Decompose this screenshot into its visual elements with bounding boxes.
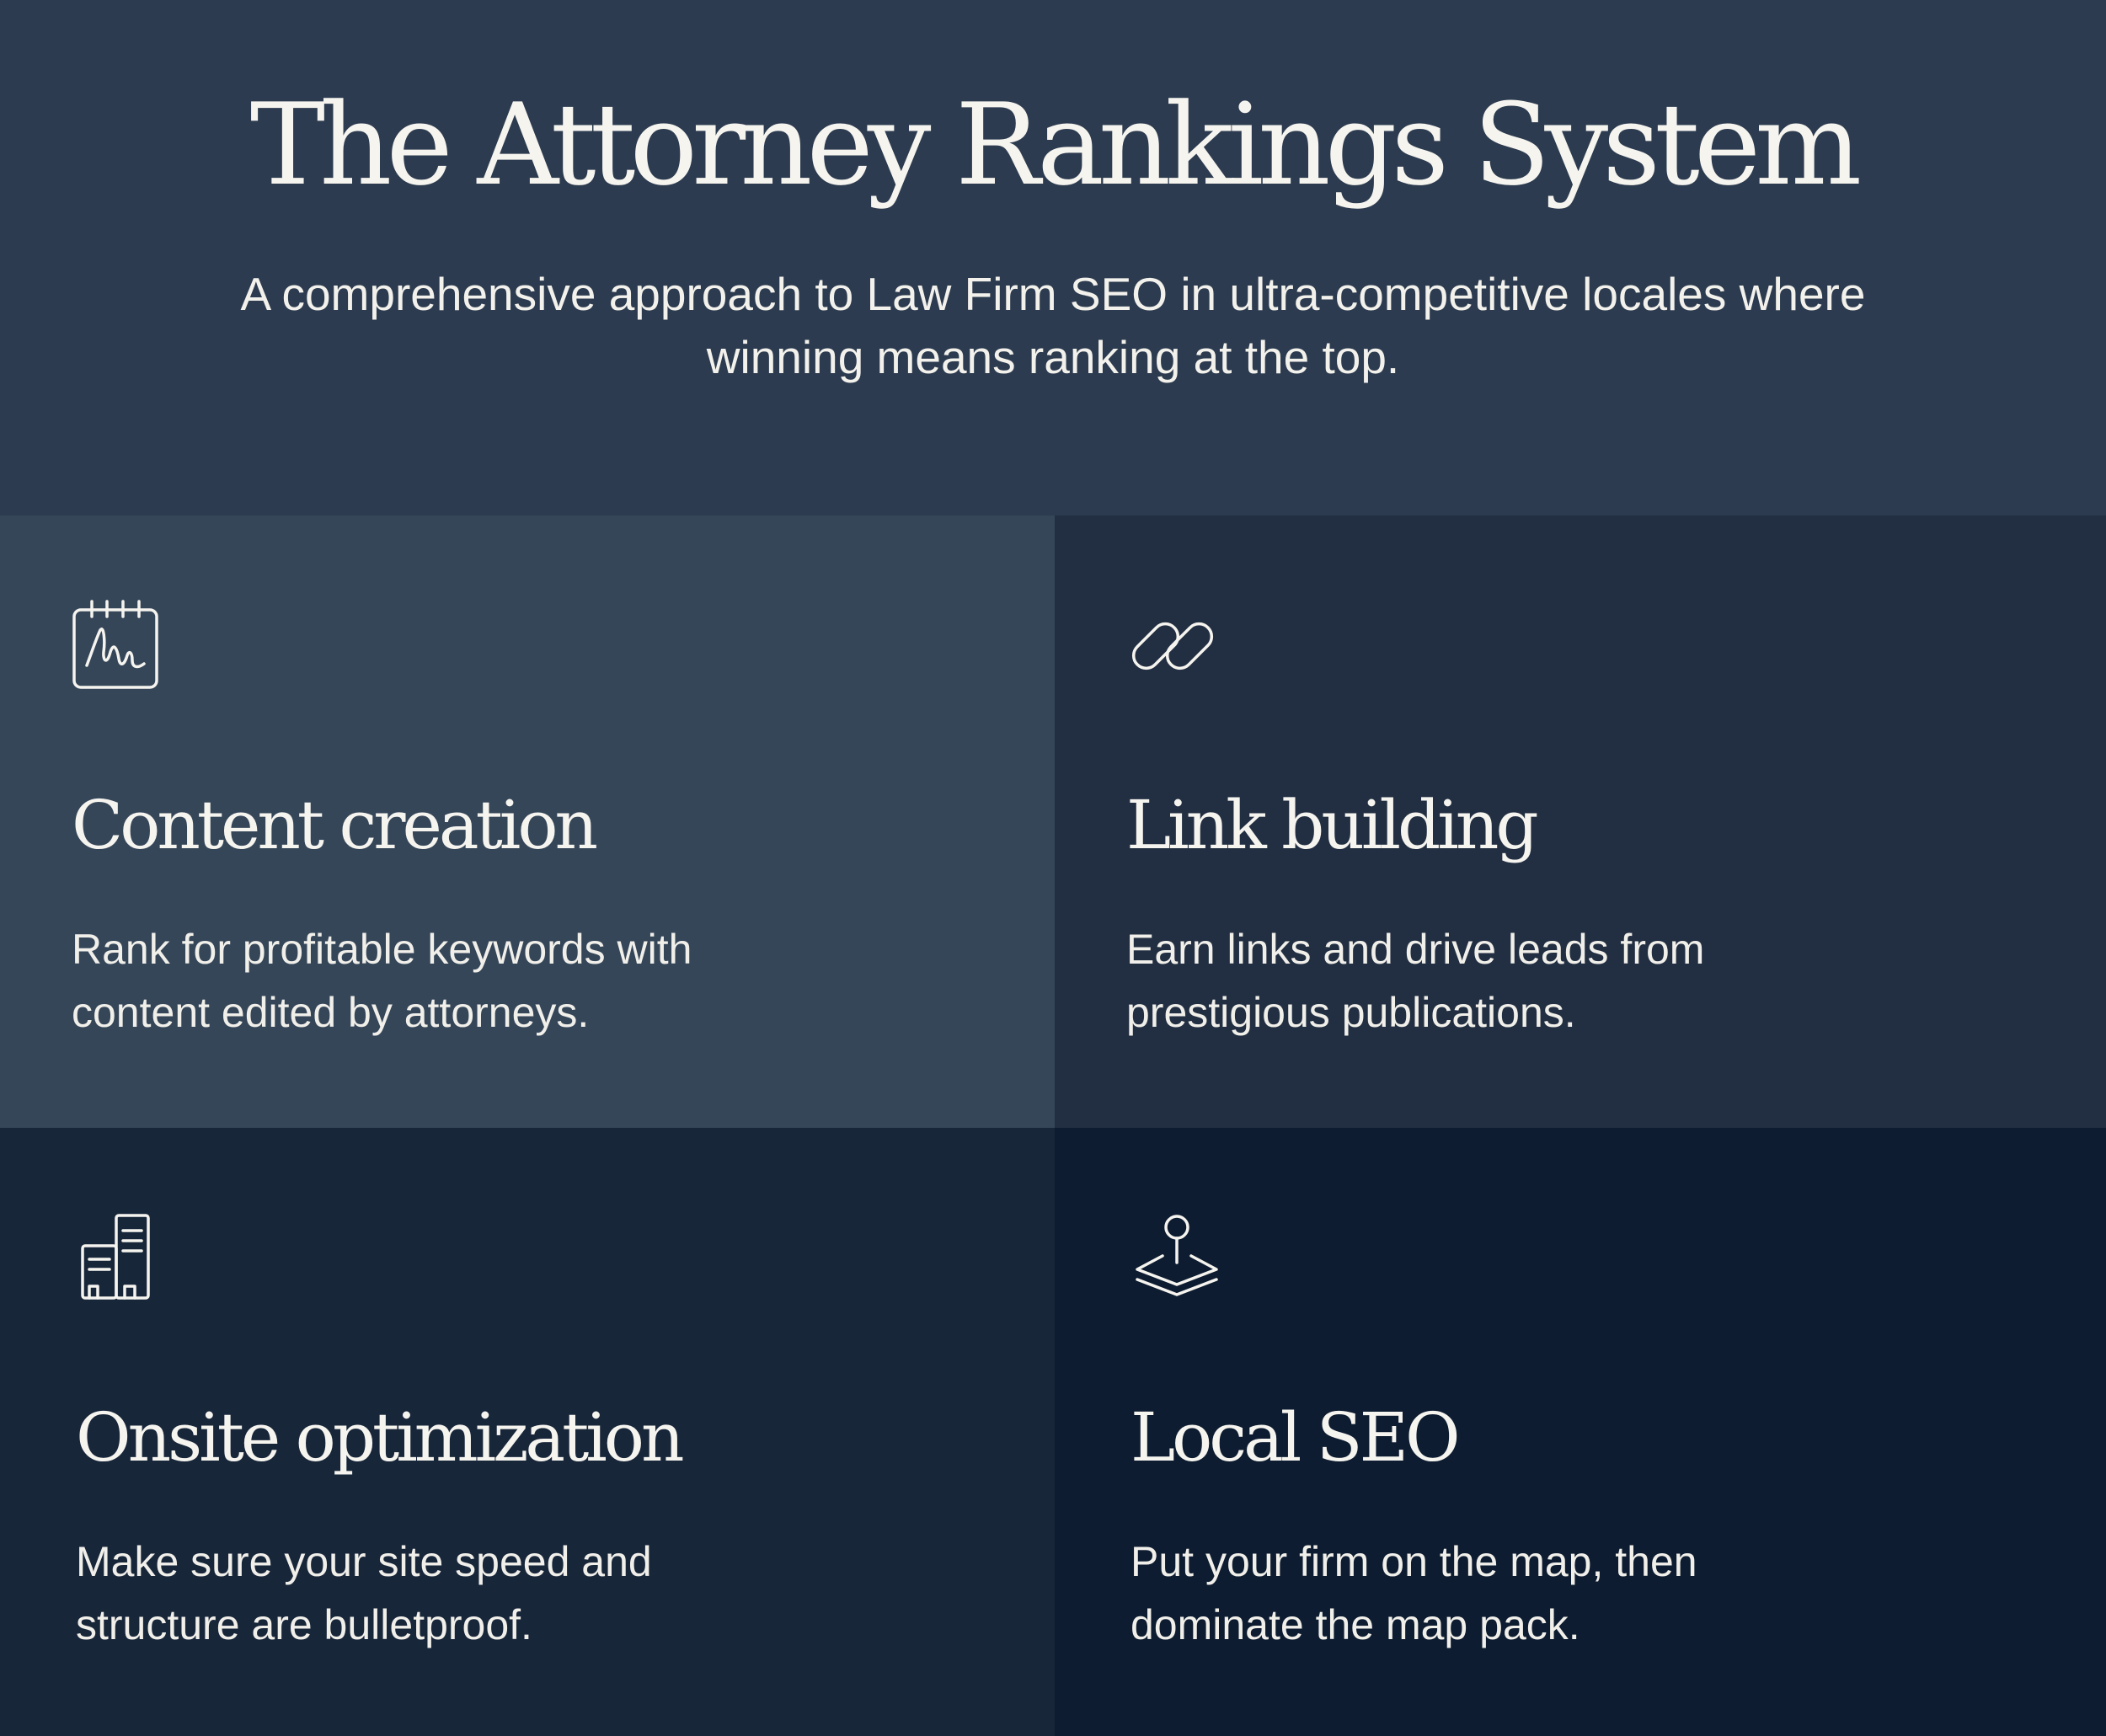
chain-link-icon (1126, 600, 1219, 692)
card-description: Make sure your site speed and structure … (76, 1538, 652, 1648)
map-pin-layers-icon (1131, 1212, 1223, 1305)
services-grid: Content creation Rank for profitable key… (0, 515, 2106, 1736)
card-description: Put your firm on the map, then dominate … (1131, 1538, 1697, 1648)
card-title: Content creation (72, 786, 598, 864)
card-title: Link building (1126, 786, 1539, 864)
page-subtitle: A comprehensive approach to Law Firm SEO… (240, 268, 1866, 383)
card-link-building: Link building Earn links and drive leads… (1055, 515, 2106, 1128)
card-description: Earn links and drive leads from prestigi… (1126, 926, 1705, 1036)
card-onsite-optimization: Onsite optimization Make sure your site … (0, 1128, 1055, 1736)
card-description: Rank for profitable keywords with conten… (72, 926, 692, 1036)
page-title: The Attorney Rankings System (249, 79, 1862, 211)
card-local-seo: Local SEO Put your firm on the map, then… (1055, 1128, 2106, 1736)
card-title: Onsite optimization (76, 1398, 684, 1477)
hero-section: The Attorney Rankings System A comprehen… (0, 0, 2106, 515)
card-title: Local SEO (1131, 1398, 1461, 1477)
card-content-creation: Content creation Rank for profitable key… (0, 515, 1055, 1128)
buildings-icon (76, 1212, 168, 1305)
calendar-signature-icon (72, 600, 164, 692)
